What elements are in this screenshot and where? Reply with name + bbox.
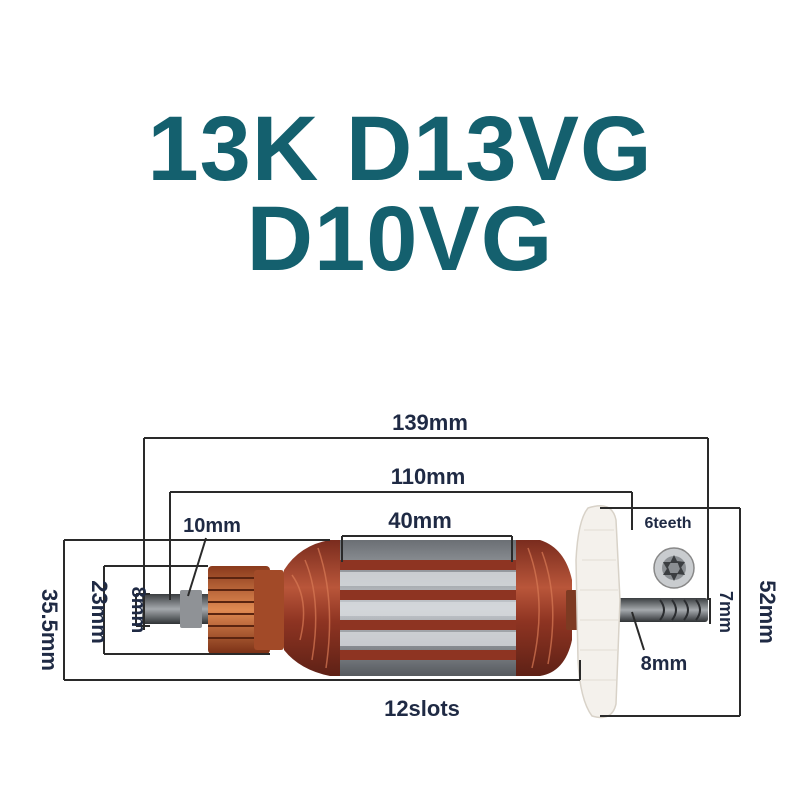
overall-length-label: 139mm bbox=[392, 410, 468, 435]
right-winding bbox=[516, 540, 572, 676]
armature-core bbox=[340, 540, 518, 676]
commutator bbox=[208, 566, 284, 654]
product-title-line2: D10VG bbox=[246, 188, 554, 290]
commutator-diameter-label: 23mm bbox=[87, 580, 112, 644]
left-shaft bbox=[142, 590, 214, 628]
left-shaft-diameter-label: 8mm bbox=[127, 587, 149, 634]
gear-teeth-label: 6teeth bbox=[644, 515, 691, 532]
fan-diameter-label: 52mm bbox=[755, 580, 780, 644]
core-to-fan-length-label: 110mm bbox=[391, 464, 466, 489]
left-winding bbox=[284, 540, 350, 676]
slots-label: 12slots bbox=[384, 696, 460, 721]
dimension-lines bbox=[63, 437, 741, 717]
gear-closeup bbox=[653, 547, 695, 589]
right-shaft-diameter-label: 8mm bbox=[641, 653, 688, 675]
core-length-label: 40mm bbox=[388, 508, 452, 533]
cooling-fan bbox=[575, 505, 621, 719]
gear-diameter-label: 7mm bbox=[716, 591, 736, 633]
shaft-end-length-label: 10mm bbox=[183, 515, 241, 537]
core-diameter-label: 35.5mm bbox=[37, 589, 62, 671]
product-title-line1: 13K D13VG bbox=[147, 98, 653, 200]
